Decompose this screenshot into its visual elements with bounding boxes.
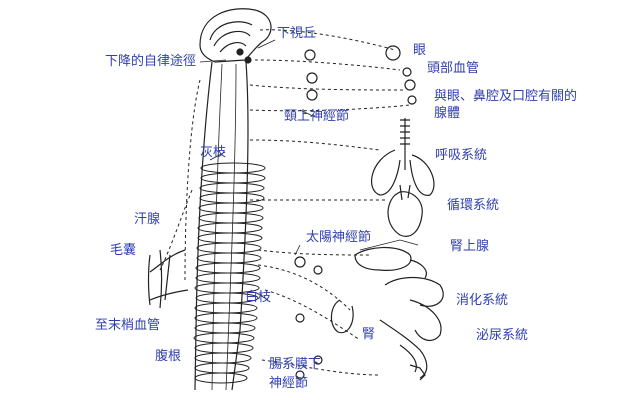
- label-urinary-system: 泌尿系統: [476, 328, 529, 343]
- label-gray-ramus: 灰枝: [200, 145, 227, 160]
- label-sweat-gland: 汗腺: [134, 212, 161, 227]
- spinal-cord: [194, 61, 249, 391]
- label-superior-cervical-ganglion: 頸上神經節: [284, 109, 350, 124]
- label-hair-follicle: 毛囊: [110, 243, 137, 258]
- heart-illustration: [387, 184, 423, 237]
- label-peripheral-vessels: 至末梢血管: [95, 318, 161, 333]
- label-digestive-system: 消化系統: [456, 293, 509, 308]
- label-head-vessels: 頭部血管: [427, 61, 480, 76]
- label-ventral-root: 腹根: [155, 349, 182, 364]
- label-circulatory-system: 循環系統: [447, 198, 500, 213]
- label-glands: 與眼、鼻腔及口腔有關的: [434, 89, 578, 104]
- label-adrenal-gland: 腎上腺: [450, 239, 490, 254]
- brain-illustration: [199, 8, 272, 64]
- skin-structures: [147, 249, 189, 309]
- abdominal-organs: [330, 246, 444, 381]
- cranial-pathways: [159, 29, 411, 376]
- label-solar-ganglion: 太陽神經節: [306, 230, 372, 245]
- label-mesenteric-ganglion: 腸系膜下: [269, 357, 322, 372]
- label-glands-2: 腺體: [434, 106, 461, 121]
- label-white-ramus: 白枝: [245, 290, 272, 305]
- label-eye: 眼: [413, 43, 427, 58]
- sympathetic-chain: [193, 162, 266, 384]
- label-mesenteric-ganglion-2: 神經節: [269, 376, 309, 391]
- leader-lines: [199, 39, 419, 301]
- label-hypothalamus: 下視丘: [277, 26, 317, 41]
- lungs-illustration: [371, 118, 435, 196]
- abdominal-ganglia: [294, 256, 323, 380]
- label-descending-pathway: 下降的自律途徑: [105, 54, 197, 69]
- label-respiratory-system: 呼吸系統: [435, 148, 488, 163]
- label-kidney: 腎: [362, 327, 376, 342]
- head-ganglia: [304, 45, 417, 105]
